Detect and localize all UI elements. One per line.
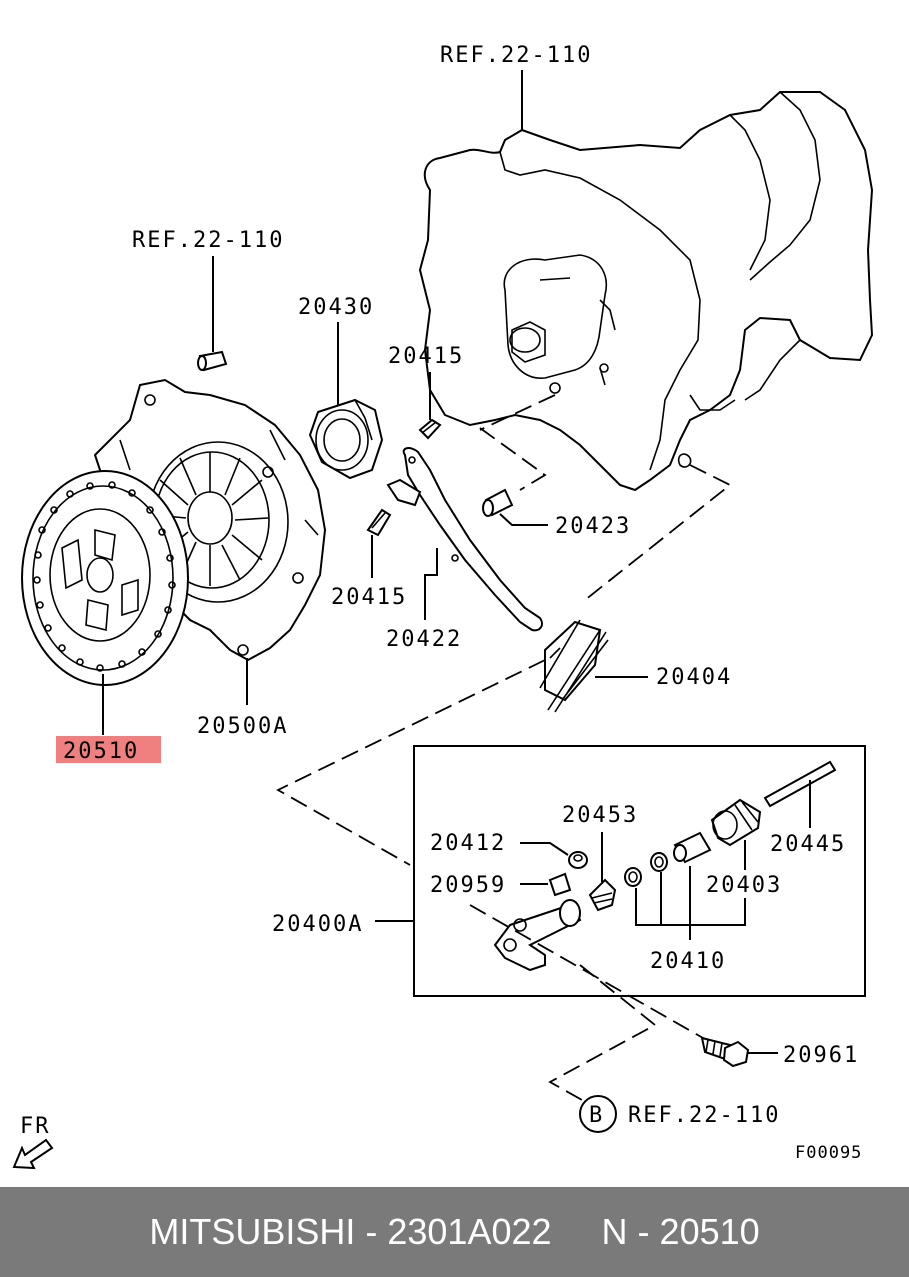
plug — [548, 872, 572, 897]
release-fork-leader — [424, 548, 438, 620]
release-fork — [386, 447, 543, 632]
figure-code: F00095 — [795, 1143, 862, 1163]
footer-bar: MITSUBISHI - 2301A022 N - 20510 — [0, 1187, 909, 1277]
transmission-housing — [418, 91, 874, 492]
pressure-plate — [93, 378, 327, 662]
bleeder-cap — [568, 851, 588, 869]
ref-b-label: REF.22-110 — [628, 1103, 780, 1128]
dash-guide-1 — [479, 427, 547, 491]
push-rod-label: 20445 — [770, 832, 846, 857]
slave-cylinder-label: 20400A — [272, 912, 363, 937]
boot-label: 20403 — [706, 873, 782, 898]
footer-ref-number: 20510 — [659, 1211, 760, 1252]
slave-cylinder-body — [493, 899, 582, 972]
disc-rivet-holes — [33, 481, 176, 672]
footer-separator-2: - — [627, 1211, 660, 1252]
release-bearing-label: 20430 — [298, 295, 374, 320]
release-fork-label: 20422 — [386, 627, 462, 652]
spring-clip-upper — [418, 418, 442, 440]
footer-separator-1: - — [355, 1211, 388, 1252]
bolt — [700, 1036, 750, 1068]
ref-left-label: REF.22-110 — [132, 228, 284, 253]
bleeder-screw-label: 20453 — [562, 803, 638, 828]
spring-clip-lower — [366, 508, 392, 537]
piston-cup — [650, 852, 668, 872]
ref-top-label: REF.22-110 — [440, 43, 592, 68]
dash-guide-6 — [548, 964, 657, 1101]
push-rod — [763, 760, 837, 808]
piston — [673, 831, 712, 864]
bleeder-screw — [588, 878, 617, 912]
bolt-label: 20961 — [783, 1043, 859, 1068]
fork-pivot — [482, 488, 514, 517]
front-arrow-icon — [12, 1138, 54, 1170]
spring-clip-upper-label: 20415 — [388, 344, 464, 369]
footer-gap — [552, 1211, 602, 1253]
fork-pivot-leader — [499, 513, 548, 526]
b-marker-label: B — [589, 1103, 604, 1128]
footer-prefix: N — [601, 1211, 628, 1252]
pressure-plate-label: 20500A — [197, 714, 288, 739]
clutch-disc-label: 20510 — [63, 739, 139, 764]
boot — [710, 798, 762, 847]
cap-leader — [520, 842, 569, 856]
dash-guide-4 — [276, 659, 546, 866]
footer-brand: MITSUBISHI — [149, 1211, 356, 1252]
parts-diagram: REF.22-110 REF.22-110 20500A — [12, 43, 874, 1170]
fork-pivot-label: 20423 — [555, 514, 631, 539]
dash-guide-2 — [479, 394, 556, 431]
release-bearing — [308, 398, 384, 480]
cap-label: 20412 — [430, 831, 506, 856]
repair-kit-label: 20410 — [650, 949, 726, 974]
b-marker-circle — [579, 1095, 617, 1133]
fr-label: FR — [20, 1114, 51, 1139]
plug-label: 20959 — [430, 873, 506, 898]
repair-kit-bracket — [635, 866, 746, 940]
dust-boot — [539, 619, 609, 713]
piston-ring — [624, 867, 642, 887]
dash-guide-3 — [584, 464, 732, 601]
slave-cylinder-box — [413, 745, 866, 997]
footer-part-number: 2301A022 — [387, 1211, 552, 1252]
dowel-pin — [197, 350, 228, 372]
dust-boot-label: 20404 — [656, 665, 732, 690]
spring-clip-lower-label: 20415 — [331, 585, 407, 610]
clutch-disc — [21, 470, 189, 686]
clutch-disc-highlight — [56, 736, 161, 763]
